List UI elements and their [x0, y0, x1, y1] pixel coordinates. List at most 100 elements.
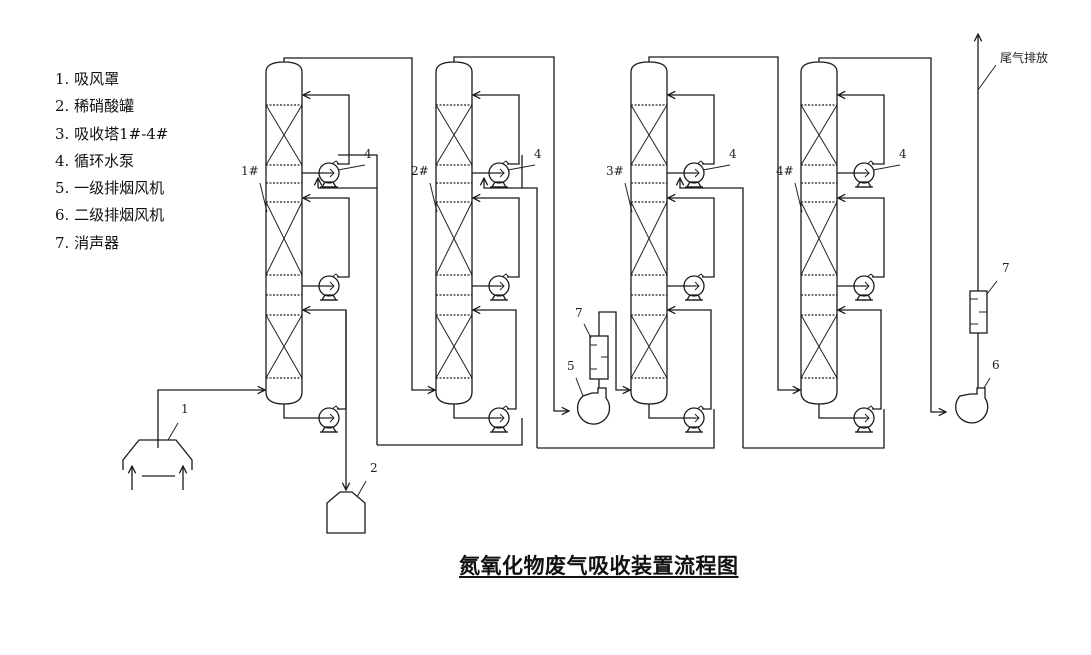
- packing-cross: [800, 104, 838, 166]
- tower-shell: [800, 61, 838, 405]
- tower-label-leader: [429, 182, 438, 213]
- pump-discharge: [331, 273, 340, 278]
- legend-item-silencer: 7. 消声器: [55, 233, 120, 252]
- pump-casing: [853, 162, 875, 184]
- pump-arrow-icon: [320, 168, 335, 178]
- sump-to-pump: [453, 404, 501, 419]
- fan2-label: 6: [992, 358, 1000, 372]
- tower-label: 4#: [776, 164, 794, 178]
- absorption-tower-2: [435, 61, 473, 405]
- circulation-pump-bottom: [683, 405, 705, 433]
- pump-discharge: [866, 405, 875, 410]
- fan1-label: 5: [567, 359, 575, 373]
- tower-label: 2#: [411, 164, 429, 178]
- legend-item-secondary-fan: 6. 二级排烟风机: [55, 206, 165, 225]
- circulation-pump-upper: [318, 160, 340, 188]
- recirculation-pipe: [838, 95, 885, 165]
- primary-exhaust-fan: [576, 387, 611, 425]
- pump-arrow-icon: [685, 281, 700, 291]
- pump-label-leader: [702, 164, 731, 171]
- pump-discharge: [696, 405, 705, 410]
- gas-pipe-4-to-fan: [818, 57, 946, 412]
- pump-label-leader: [337, 164, 366, 171]
- pump-label: 4: [899, 147, 907, 161]
- liquid-transfer-2: [484, 155, 523, 189]
- pump-discharge: [696, 273, 705, 278]
- tank-body: [326, 491, 366, 534]
- liquid-transfer-2c: [537, 409, 715, 449]
- legend-item-primary-fan: 5. 一级排烟风机: [55, 179, 165, 198]
- silencer-mid-label-leader: [583, 323, 592, 339]
- absorption-tower-3: [630, 61, 668, 405]
- tower-label: 3#: [606, 164, 624, 178]
- legend-item-circulation-pump: 4. 循环水泵: [55, 151, 135, 170]
- dilute-nitric-acid-tank: [326, 491, 366, 534]
- recirculation-pipe: [303, 310, 347, 410]
- circulation-pump-bottom: [318, 405, 340, 433]
- pump-casing: [853, 407, 875, 429]
- secondary-exhaust-fan: [955, 387, 989, 424]
- recirculation-pipe: [668, 310, 712, 410]
- circulation-pump-upper: [488, 160, 510, 188]
- exhaust-label: 尾气排放: [1000, 50, 1048, 65]
- packing-cross: [630, 314, 668, 379]
- tower-shell: [630, 61, 668, 405]
- packing-cross: [435, 314, 473, 379]
- pump-casing: [488, 275, 510, 297]
- fan2-label-leader: [983, 377, 991, 389]
- packing-cross: [630, 201, 668, 276]
- packing-cross: [265, 314, 303, 379]
- pump-discharge: [866, 273, 875, 278]
- diagram-title: 氮氧化物废气吸收装置流程图: [459, 554, 739, 578]
- pump-label: 4: [364, 147, 372, 161]
- liquid-transfer-2b: [522, 187, 538, 448]
- hood-body: [122, 439, 193, 470]
- pump-arrow-icon: [685, 168, 700, 178]
- packing-cross: [265, 201, 303, 276]
- silencer-out-label: 7: [1002, 261, 1010, 275]
- circulation-pump-middle: [683, 273, 705, 301]
- packing-cross: [265, 104, 303, 166]
- gas-pipe-3-to-4: [648, 56, 800, 390]
- pump-arrow-icon: [685, 413, 700, 423]
- recirculation-pipe: [303, 95, 350, 165]
- tower-label-leader: [624, 182, 633, 213]
- circulation-pump-middle: [853, 273, 875, 301]
- tower-label: 1#: [241, 164, 259, 178]
- recirculation-pipe: [668, 95, 715, 165]
- packing-cross: [800, 314, 838, 379]
- liquid-transfer-3c: [743, 409, 885, 449]
- silencer-mid-label: 7: [575, 306, 583, 320]
- silencer-to-tower3: [598, 311, 630, 390]
- gas-pipe-2-to-fan: [453, 56, 569, 411]
- pump-casing: [488, 162, 510, 184]
- pump-discharge: [866, 160, 875, 165]
- pump-label-leader: [507, 164, 536, 171]
- tank-label-leader: [356, 480, 367, 498]
- liquid-transfer-3b: [718, 187, 744, 448]
- pump-arrow-icon: [855, 168, 870, 178]
- sump-to-pump: [818, 404, 866, 419]
- legend-item-absorption-tower: 3. 吸收塔1#-4#: [55, 124, 169, 143]
- suction-hood: [122, 439, 193, 490]
- packing-cross: [435, 201, 473, 276]
- tower-label-leader: [794, 182, 803, 213]
- pump-arrow-icon: [855, 413, 870, 423]
- pump-arrow-icon: [490, 168, 505, 178]
- pump-label-leader: [872, 164, 901, 171]
- pump-arrow-icon: [320, 281, 335, 291]
- pump-discharge: [696, 160, 705, 165]
- liquid-transfer-1b: [377, 418, 523, 446]
- circulation-pump-upper: [853, 160, 875, 188]
- absorption-tower-1: [265, 61, 303, 405]
- gas-inlet-pipe: [157, 390, 265, 448]
- legend-item-hood: 1. 吸风罩: [55, 70, 120, 88]
- fan-casing: [576, 387, 611, 425]
- pump-arrow-icon: [320, 413, 335, 423]
- pump-casing: [488, 407, 510, 429]
- recirculation-pipe: [473, 95, 520, 165]
- gas-pipe-1-to-2: [283, 57, 435, 390]
- recirculation-pipe: [473, 310, 517, 410]
- pump-casing: [318, 275, 340, 297]
